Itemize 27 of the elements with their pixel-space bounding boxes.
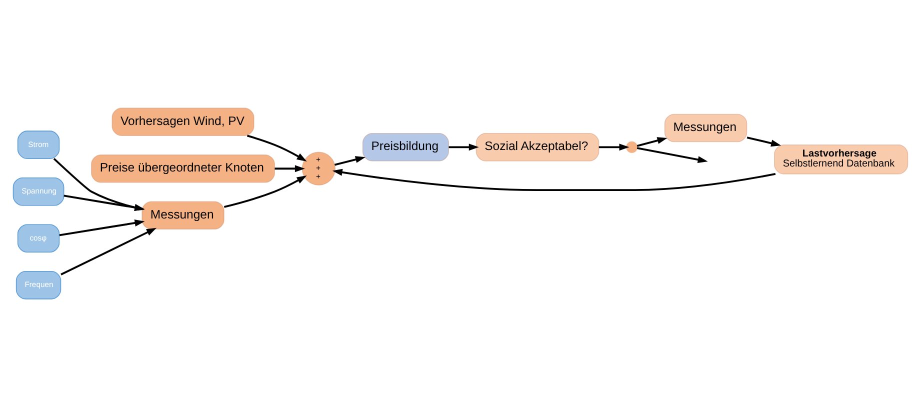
node-circle [626, 140, 638, 152]
node-box: Lastvorhersage Selbstlernend Datenbank [774, 144, 908, 174]
node-box: Messungen [142, 200, 224, 230]
arrow [636, 146, 708, 163]
arrow [636, 136, 668, 146]
node-box: Sozial Akzeptabel? [476, 132, 600, 161]
arrow [59, 219, 145, 236]
node-box: Frequen [16, 270, 62, 299]
node-box: Preise übergeordneter Knoten [91, 154, 275, 182]
arrow [598, 143, 630, 150]
arrow [53, 157, 145, 210]
node-box: Preisbildung [362, 132, 449, 161]
node-box: Spannung [12, 176, 64, 206]
node-circle: + + + [302, 151, 336, 185]
arrow [64, 194, 145, 210]
arrow [332, 168, 776, 191]
arrow [334, 156, 366, 166]
arrow [60, 227, 157, 275]
node-box: cosφ [17, 224, 60, 252]
node-box: Vorhersagen Wind, PV [112, 107, 254, 136]
node-box: Messungen [664, 113, 748, 142]
arrow [274, 164, 305, 172]
arrow [746, 136, 782, 146]
arrow [246, 134, 307, 161]
arrow [448, 143, 479, 150]
arrow [224, 175, 307, 208]
node-box: Strom [17, 130, 60, 159]
